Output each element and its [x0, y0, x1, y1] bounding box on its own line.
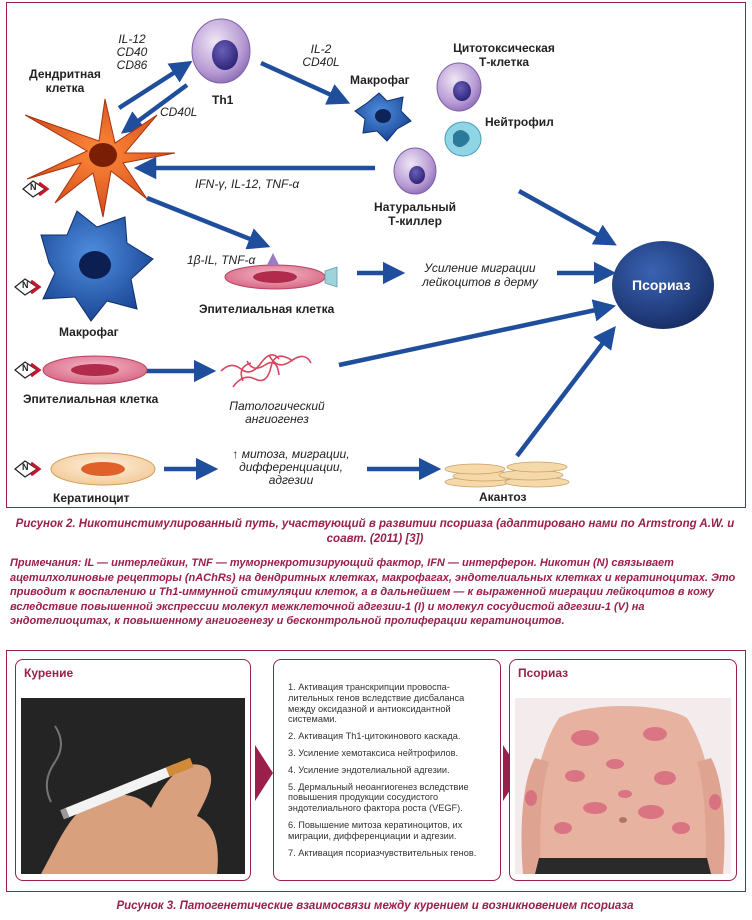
epithelial-cell-1 — [224, 253, 338, 290]
neutrophil-cell — [444, 121, 482, 157]
step-item: 3. Усиление хемотаксиса нейтрофилов. — [288, 747, 459, 758]
figure-2-caption: Рисунок 2. Никотинстимулированный путь, … — [15, 518, 735, 545]
figure-3-diagram: Курение 1. Активация транскрипции провос… — [6, 650, 746, 892]
angiogenesis-label: Патологический ангиогенез — [229, 399, 325, 426]
nicotine-marker-macrophage — [14, 278, 42, 296]
smoking-title: Курение — [24, 666, 74, 680]
keratinocyte-cell — [50, 452, 156, 486]
figure-3-caption: Рисунок 3. Патогенетические взаимосвязи … — [116, 900, 634, 912]
nicotine-letter: N — [30, 182, 37, 192]
nicotine-markers — [14, 180, 50, 478]
arrow-th1-to-effectors — [260, 60, 351, 105]
macrophage-label: Макрофаг — [59, 325, 119, 339]
nicotine-marker-epithelial — [14, 361, 42, 379]
dendritic-cell-label: Дендритная клетка — [29, 67, 101, 95]
th1-cell — [191, 18, 251, 84]
angiogenesis-vessels — [220, 354, 312, 388]
macrophage-cell — [40, 210, 154, 322]
th1-label: Th1 — [212, 93, 234, 107]
cytokines-th1-to-effectors: IL-2 CD40L — [302, 42, 340, 69]
arrow-th1-to-dc — [120, 83, 189, 134]
cytotoxic-t-label: Цитотоксическая Т-клетка — [453, 41, 555, 69]
epithelial-cell-2-label: Эпителиальная клетка — [23, 392, 159, 406]
arrow-angiogenesis-to-psoriasis — [338, 299, 617, 368]
arrow-acanthosis-to-psoriasis — [515, 326, 616, 458]
nicotine-marker-keratinocyte — [14, 460, 42, 478]
figure-2-diagram: N N N N Дендритная клетка IL-12 CD40 CD8… — [6, 2, 746, 508]
psoriasis-title: Псориаз — [518, 666, 569, 680]
arrow-dc-to-th1 — [117, 60, 193, 110]
cd40l-label: CD40L — [160, 105, 198, 119]
acanthosis-label: Акантоз — [479, 490, 527, 504]
arrow-effectors-to-psoriasis — [517, 189, 617, 246]
neutrophil-label: Нейтрофил — [485, 115, 554, 129]
psoriasis-panel: Псориаз — [509, 659, 737, 881]
epithelial-cell-2 — [42, 355, 148, 385]
psoriasis-photo — [515, 698, 731, 874]
step-item: 4. Усиление эндотелиальной адгезии. — [288, 764, 450, 775]
step-item: 6. Повышение митоза кератиноцитов, их ми… — [288, 819, 463, 841]
leukocyte-migration-label: Усиление миграции лейкоцитов в дерму — [422, 261, 538, 289]
smoking-panel: Курение — [15, 659, 251, 881]
nicotine-letter: N — [22, 462, 29, 472]
nk-cell-label: Натуральный Т-киллер — [374, 200, 456, 228]
dendritic-cell — [24, 98, 176, 218]
acanthosis-layers — [444, 461, 570, 488]
cytokines-dc-to-th1: IL-12 CD40 CD86 — [116, 32, 148, 72]
flow-arrow-1 — [255, 745, 273, 801]
step-item: 1. Активация транскрипции провоспа-лител… — [288, 682, 465, 725]
pathway-arrows — [117, 60, 617, 481]
figure-2-note: Примечания: IL — интерлейкин, TNF — тумо… — [10, 557, 736, 627]
step-item: 2. Активация Th1-цитокинового каскада. — [288, 731, 461, 742]
psoriasis-label: Псориаз — [632, 277, 691, 293]
step-item: 5. Дермальный неоангиогенез вследствие п… — [288, 781, 469, 814]
il1-tnf-label: 1β-IL, TNF-α — [187, 253, 256, 267]
diagram-canvas — [14, 18, 714, 488]
cytotoxic-t-cell — [436, 62, 482, 112]
macrophage-top — [354, 92, 412, 142]
psoriasis-node — [612, 241, 714, 329]
keratinocyte-effects-label: ↑ митоза, миграции, дифференциации, адге… — [232, 447, 350, 487]
epithelial-cell-1-label: Эпителиальная клетка — [199, 302, 335, 316]
smoking-photo — [21, 698, 245, 874]
nk-cell — [393, 147, 437, 195]
nicotine-letter: N — [22, 363, 29, 373]
macrophage-top-label: Макрофаг — [350, 73, 410, 87]
keratinocyte-label: Кератиноцит — [53, 491, 130, 505]
ifn-cytokines-label: IFN-γ, IL-12, TNF-α — [195, 177, 300, 191]
nicotine-letter: N — [22, 280, 29, 290]
arrow-dc-to-epithelial — [146, 195, 271, 250]
mechanism-steps-panel: 1. Активация транскрипции провоспа-лител… — [273, 659, 501, 881]
step-item: 7. Активация псориазчувствительных генов… — [288, 847, 477, 858]
nicotine-marker-dc — [22, 180, 50, 198]
